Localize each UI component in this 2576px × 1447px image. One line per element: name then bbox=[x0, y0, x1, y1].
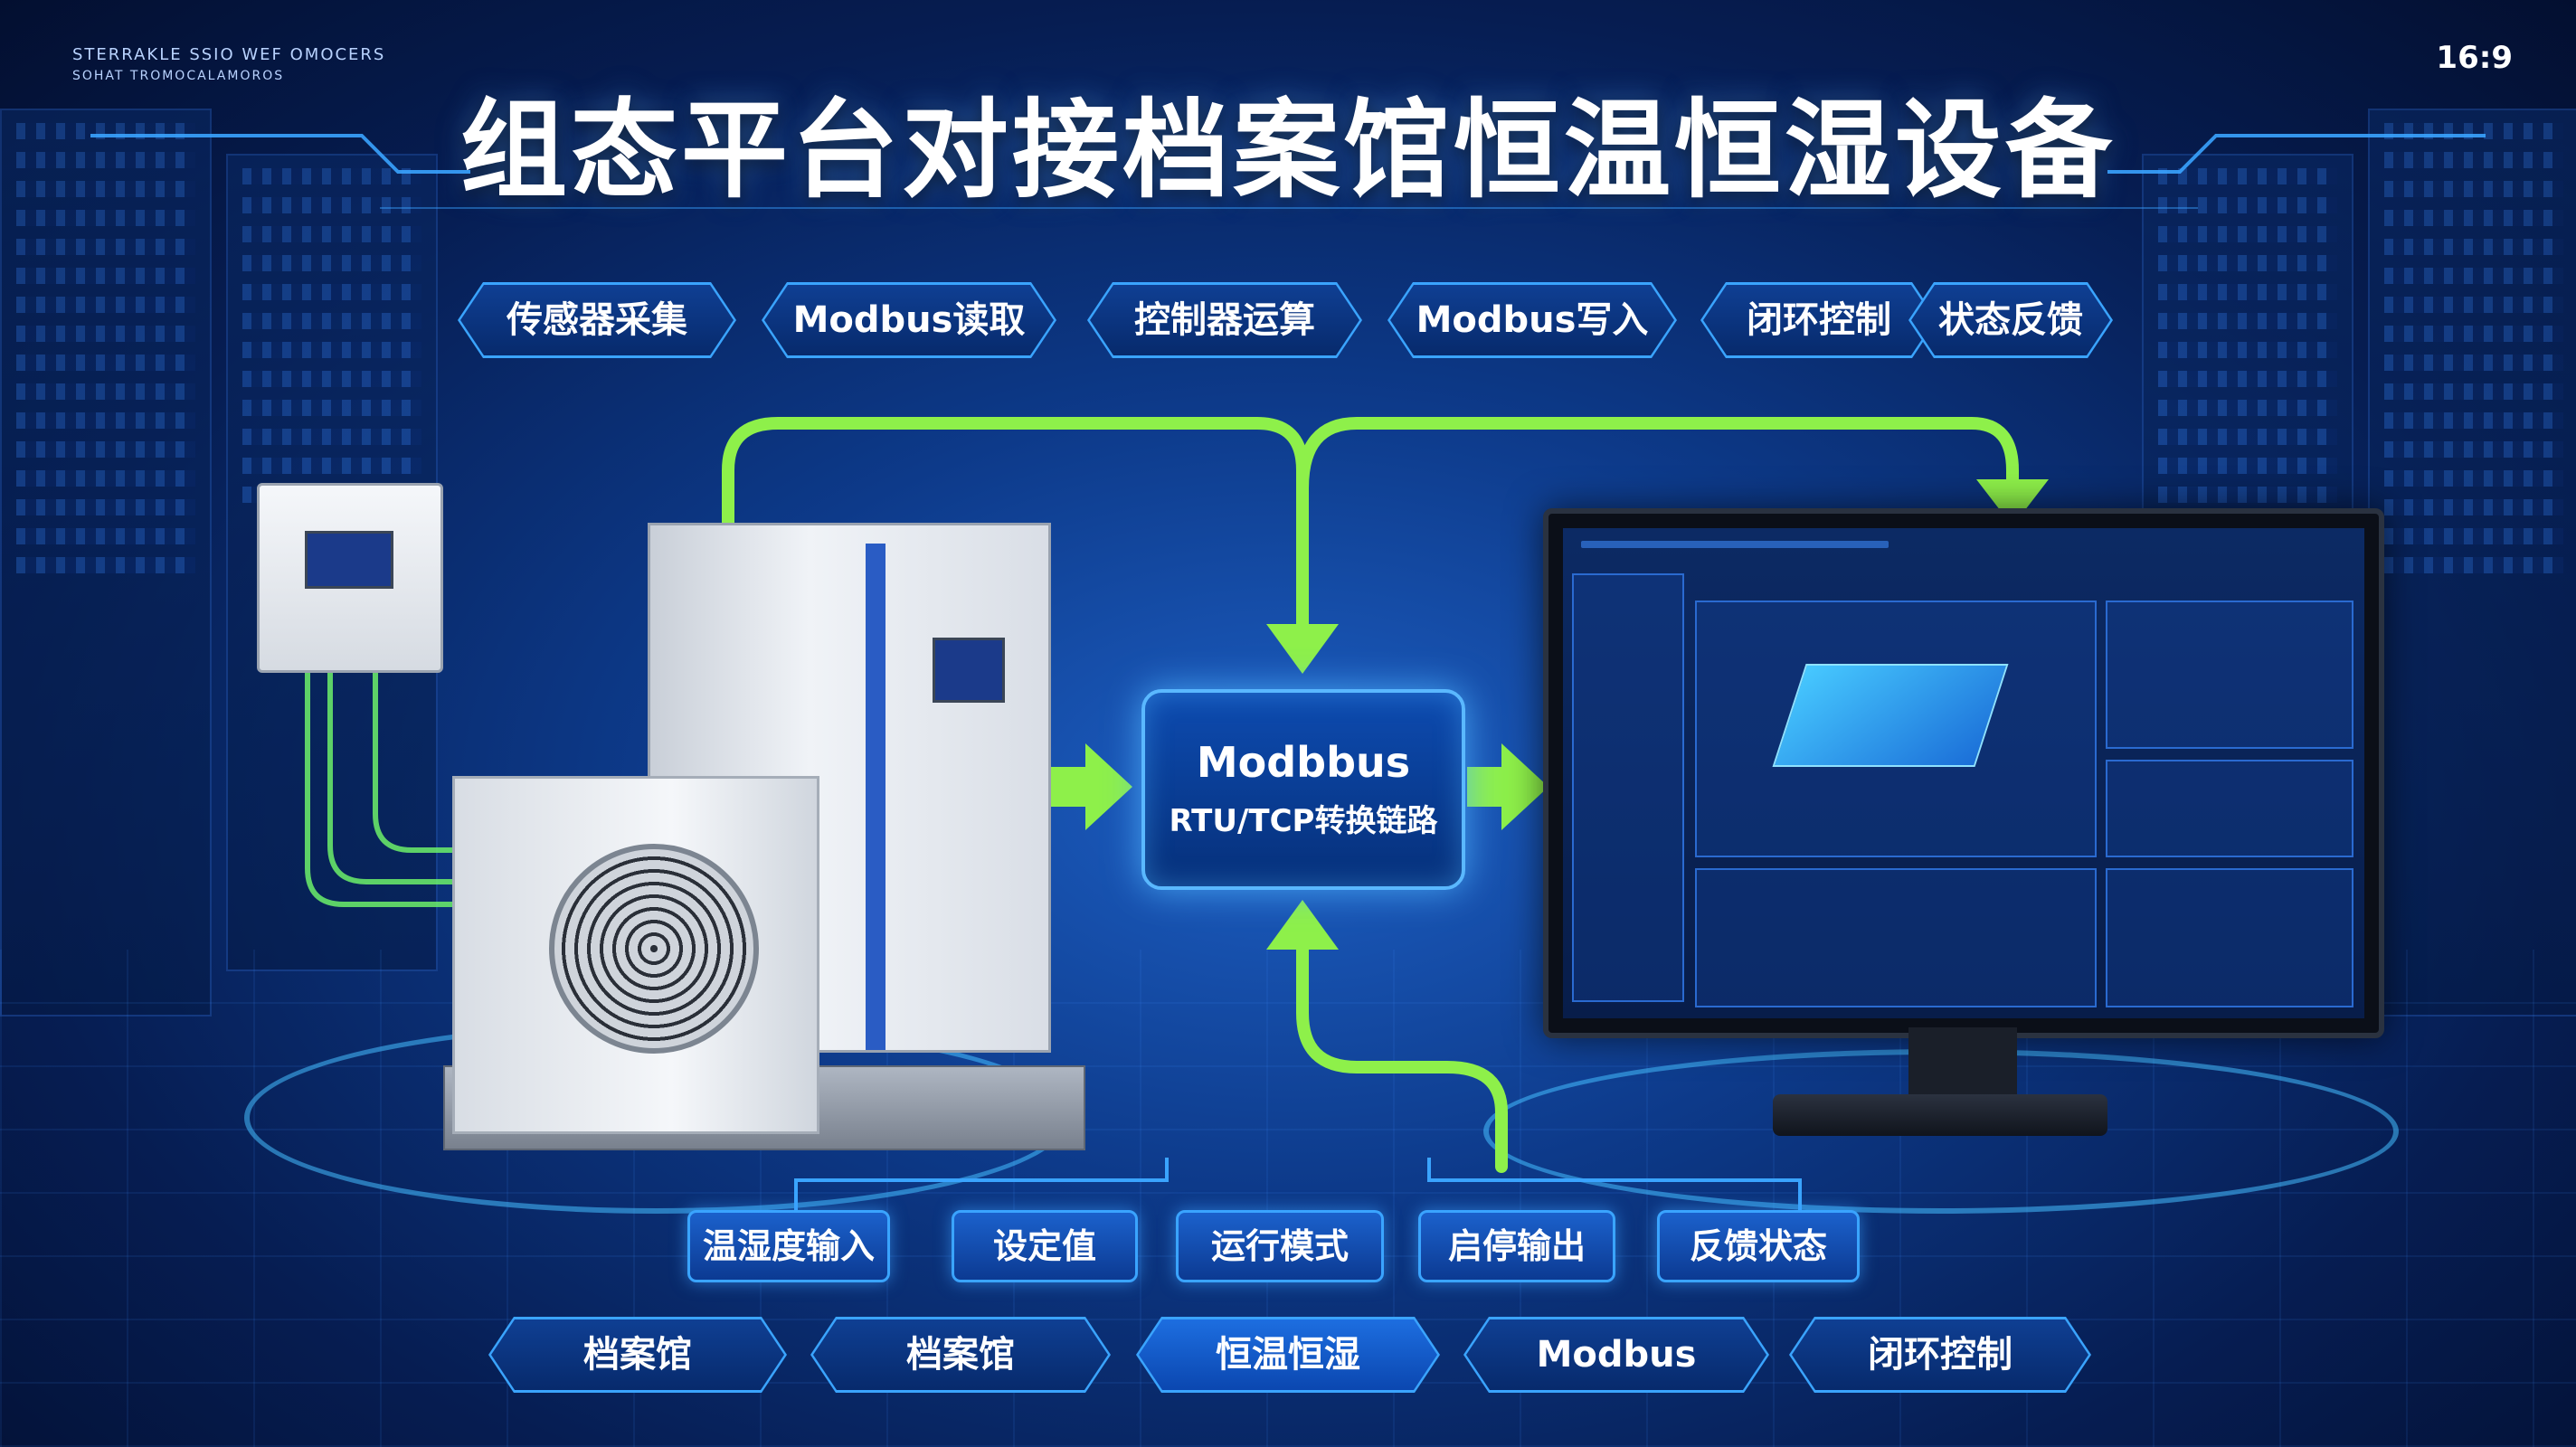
mid-tag-1: 温湿度输入 bbox=[687, 1210, 890, 1282]
mid-tag-2: 设定值 bbox=[952, 1210, 1138, 1282]
corner-text-1: STERRAKLE SSIO WEF OMOCERS bbox=[72, 45, 386, 64]
modbus-conversion-hub: Modbbus RTU/TCP转换链路 bbox=[1141, 689, 1465, 890]
server-rack-right-1 bbox=[2368, 109, 2576, 1017]
screen-right-panel-2 bbox=[2106, 760, 2353, 857]
condenser-fan-icon bbox=[549, 844, 759, 1054]
bottom-tag-3: 恒温恒湿 bbox=[1136, 1317, 1440, 1393]
sensor-display bbox=[305, 531, 393, 589]
sensor-wire-1 bbox=[305, 669, 452, 907]
aspect-ratio-label: 16:9 bbox=[2436, 40, 2513, 76]
arrow-right-icon bbox=[1049, 743, 1132, 830]
sensor-wire-2 bbox=[327, 669, 452, 884]
temperature-humidity-sensor bbox=[257, 483, 443, 673]
server-rack-left-1 bbox=[0, 109, 212, 1017]
bottom-tag-4: Modbus bbox=[1463, 1317, 1769, 1393]
screen-right-panel-1 bbox=[2106, 601, 2353, 749]
screen-sidebar bbox=[1572, 573, 1684, 1002]
bottom-tag-1: 档案馆 bbox=[488, 1317, 787, 1393]
mid-tag-connector-right bbox=[1427, 1158, 1802, 1212]
page-title: 组态平台对接档案馆恒温恒湿设备 bbox=[459, 88, 2116, 213]
scada-screen bbox=[1563, 528, 2364, 1018]
arrow-down-icon bbox=[1266, 624, 1339, 674]
corner-text-2: SOHAT TROMOCALAMOROS bbox=[72, 69, 285, 83]
mid-tag-5: 反馈状态 bbox=[1657, 1210, 1860, 1282]
monitor-neck bbox=[1908, 1027, 2017, 1100]
top-tag-2: Modbus读取 bbox=[762, 282, 1056, 358]
bottom-tag-5: 闭环控制 bbox=[1789, 1317, 2091, 1393]
top-tag-1: 传感器采集 bbox=[458, 282, 736, 358]
top-tag-6: 状态反馈 bbox=[1908, 282, 2113, 358]
top-tag-5: 闭环控制 bbox=[1700, 282, 1937, 358]
screen-header-bar bbox=[1581, 541, 1889, 548]
hub-title: Modbbus bbox=[1196, 738, 1411, 787]
scada-monitor bbox=[1543, 508, 2384, 1038]
screen-bottom-right-panel bbox=[2106, 868, 2353, 1007]
sensor-wire-3 bbox=[373, 669, 452, 853]
screen-equipment-model bbox=[1772, 664, 2009, 767]
header-deco-line-right bbox=[2107, 134, 2486, 174]
bottom-tag-2: 档案馆 bbox=[810, 1317, 1111, 1393]
hub-subtitle: RTU/TCP转换链路 bbox=[1169, 803, 1438, 839]
arrow-up-icon bbox=[1266, 900, 1339, 950]
outdoor-condenser-unit bbox=[452, 776, 819, 1134]
cabinet-control-panel bbox=[933, 638, 1005, 703]
top-tag-4: Modbus写入 bbox=[1387, 282, 1677, 358]
flow-arrow-top-left bbox=[722, 417, 1309, 630]
mid-tag-4: 启停输出 bbox=[1418, 1210, 1615, 1282]
monitor-stand bbox=[1773, 1094, 2107, 1136]
mid-tag-3: 运行模式 bbox=[1176, 1210, 1384, 1282]
header-deco-line-left bbox=[90, 134, 470, 174]
arrow-right-icon bbox=[1467, 743, 1548, 830]
top-tag-3: 控制器运算 bbox=[1087, 282, 1362, 358]
flow-arrow-bottom bbox=[1296, 943, 1508, 1173]
arrow-down-icon bbox=[1976, 479, 2049, 526]
mid-tag-connector-left bbox=[794, 1158, 1169, 1212]
screen-bottom-panel bbox=[1695, 868, 2097, 1007]
cabinet-blue-strip bbox=[866, 544, 886, 1050]
flow-arrow-top-right bbox=[1296, 417, 2019, 495]
